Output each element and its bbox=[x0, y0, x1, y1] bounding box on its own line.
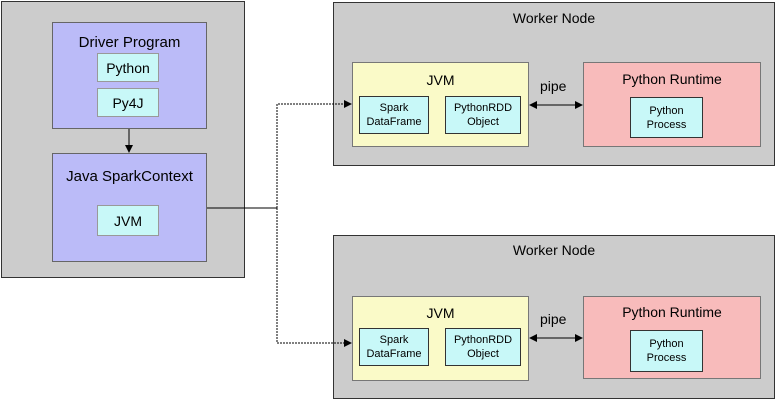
worker-1-spark-dataframe: Spark DataFrame bbox=[359, 96, 429, 134]
python-label: Python bbox=[106, 59, 150, 76]
worker-1-jvm-title: JVM bbox=[426, 72, 455, 88]
worker-2-pythonrdd-object: PythonRDD Object bbox=[445, 328, 521, 366]
worker-2-python-process: Python Process bbox=[630, 330, 703, 372]
worker-2-spark-dataframe: Spark DataFrame bbox=[359, 328, 429, 366]
worker-1-pythonrdd-label: PythonRDD Object bbox=[453, 102, 513, 128]
worker-node-2-title: Worker Node bbox=[512, 242, 596, 258]
worker-1-pipe-label: pipe bbox=[540, 78, 567, 94]
link-to-worker-2 bbox=[276, 208, 352, 347]
driver-program-title: Driver Program bbox=[78, 34, 181, 51]
worker-node-1-title: Worker Node bbox=[512, 10, 596, 26]
worker-2-python-process-label: Python Process bbox=[646, 338, 687, 364]
worker-1-python-process: Python Process bbox=[630, 97, 703, 138]
py4j-label: Py4J bbox=[112, 94, 144, 111]
worker-1-spark-dataframe-label: Spark DataFrame bbox=[366, 102, 422, 128]
worker-2-pipe-label: pipe bbox=[540, 311, 567, 327]
python-box: Python bbox=[97, 53, 159, 82]
worker-2-jvm-title: JVM bbox=[426, 305, 455, 321]
driver-jvm-label: JVM bbox=[114, 212, 142, 229]
worker-2-python-runtime-title: Python Runtime bbox=[622, 304, 722, 320]
java-sparkcontext-box: Java SparkContext bbox=[52, 153, 207, 262]
worker-1-python-runtime-title: Python Runtime bbox=[622, 71, 722, 87]
worker-1-pythonrdd-object: PythonRDD Object bbox=[445, 96, 521, 134]
worker-2-pythonrdd-label: PythonRDD Object bbox=[453, 334, 513, 360]
worker-1-python-process-label: Python Process bbox=[646, 104, 687, 131]
link-to-worker-1 bbox=[276, 100, 352, 208]
py4j-box: Py4J bbox=[97, 88, 159, 117]
driver-jvm-box: JVM bbox=[97, 205, 159, 236]
worker-2-spark-dataframe-label: Spark DataFrame bbox=[366, 334, 422, 360]
java-sparkcontext-title: Java SparkContext bbox=[66, 168, 193, 185]
